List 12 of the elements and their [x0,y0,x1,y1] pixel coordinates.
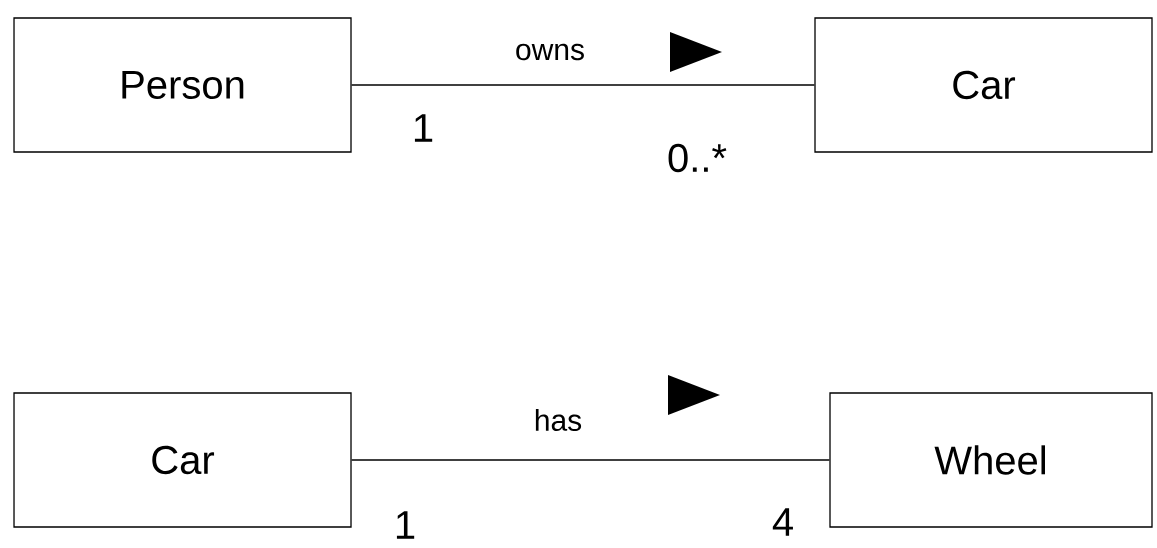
association-line [351,84,815,86]
class-box: Car [13,392,352,528]
multiplicity-label: 4 [772,508,793,536]
class-box: Person [13,17,352,153]
multiplicity-label: 1 [414,114,433,142]
class-box: Car [814,17,1153,153]
association-line [351,459,830,461]
edge-label: has [535,409,582,431]
edge-label: owns [516,43,584,61]
multiplicity-label: 0..* [668,143,727,173]
multiplicity-label: 1 [396,511,415,539]
class-box: Wheel [829,392,1153,528]
